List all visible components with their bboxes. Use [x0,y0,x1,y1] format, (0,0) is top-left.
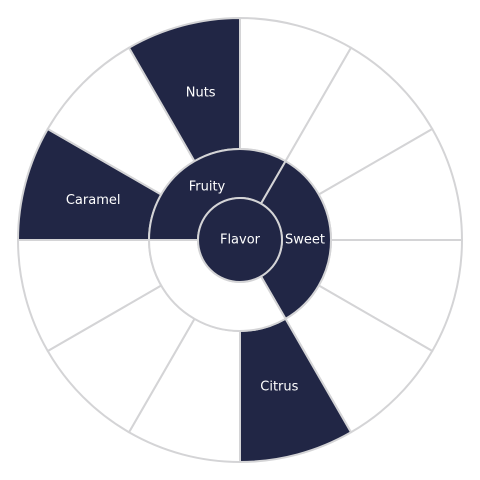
outer-segment-label-nuts: Nuts [186,86,216,101]
center-node: Flavor [197,197,283,283]
center-circle [197,197,283,283]
outer-segment-label-citrus: Citrus [260,379,298,394]
outer-segment-label-caramel: Caramel [66,193,121,208]
inner-segment-label-sweet: Sweet [285,233,325,248]
center-label: Flavor [220,233,261,248]
inner-segment-label-fruity: Fruity [189,180,226,195]
